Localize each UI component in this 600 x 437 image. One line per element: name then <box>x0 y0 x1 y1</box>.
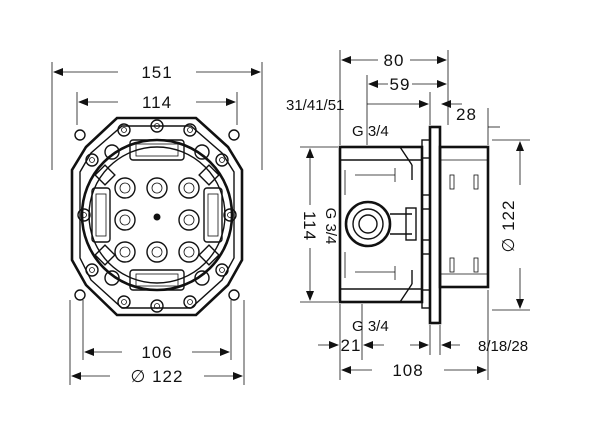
front-view: 151 114 106 ∅ 122 <box>51 62 263 386</box>
side-dim-21: 21 <box>341 336 362 355</box>
side-cap-markings <box>449 174 479 273</box>
side-thread-bottom: G 3/4 <box>352 318 389 335</box>
front-dim-151: 151 <box>141 63 172 82</box>
side-connector <box>344 200 417 248</box>
side-cover-plate <box>428 125 442 325</box>
front-dim-diameter-122: ∅ 122 <box>131 367 184 386</box>
side-body-outline <box>338 145 424 304</box>
side-dimensions <box>300 50 530 380</box>
front-centre-point <box>153 213 161 221</box>
front-dim-106: 106 <box>141 343 172 362</box>
side-dim-108: 108 <box>392 361 423 380</box>
side-dim-59: 59 <box>390 75 411 94</box>
side-view: 80 59 31/41/51 28 G 3/4 G 3/4 114 G 3/4 … <box>286 50 530 380</box>
side-ribs <box>344 139 431 309</box>
side-thread-top: G 3/4 <box>352 123 389 140</box>
side-thread-left: G 3/4 <box>322 208 339 245</box>
side-dim-114: 114 <box>300 211 319 241</box>
side-cap-block <box>438 145 490 289</box>
side-dim-wall-options: 31/41/51 <box>286 97 344 114</box>
front-dimensions <box>51 62 263 385</box>
front-bracket-details <box>91 139 223 291</box>
front-port-grid <box>114 177 200 263</box>
front-octagon-outline <box>70 116 244 317</box>
side-dim-28: 28 <box>456 105 477 124</box>
side-dim-diameter-122: ∅ 122 <box>499 200 518 253</box>
front-dim-114: 114 <box>142 93 172 112</box>
front-mounting-lugs <box>74 119 240 313</box>
front-inner-circle <box>88 146 226 284</box>
side-dim-80: 80 <box>384 51 405 70</box>
side-dim-options-bottom: 8/18/28 <box>478 338 528 355</box>
